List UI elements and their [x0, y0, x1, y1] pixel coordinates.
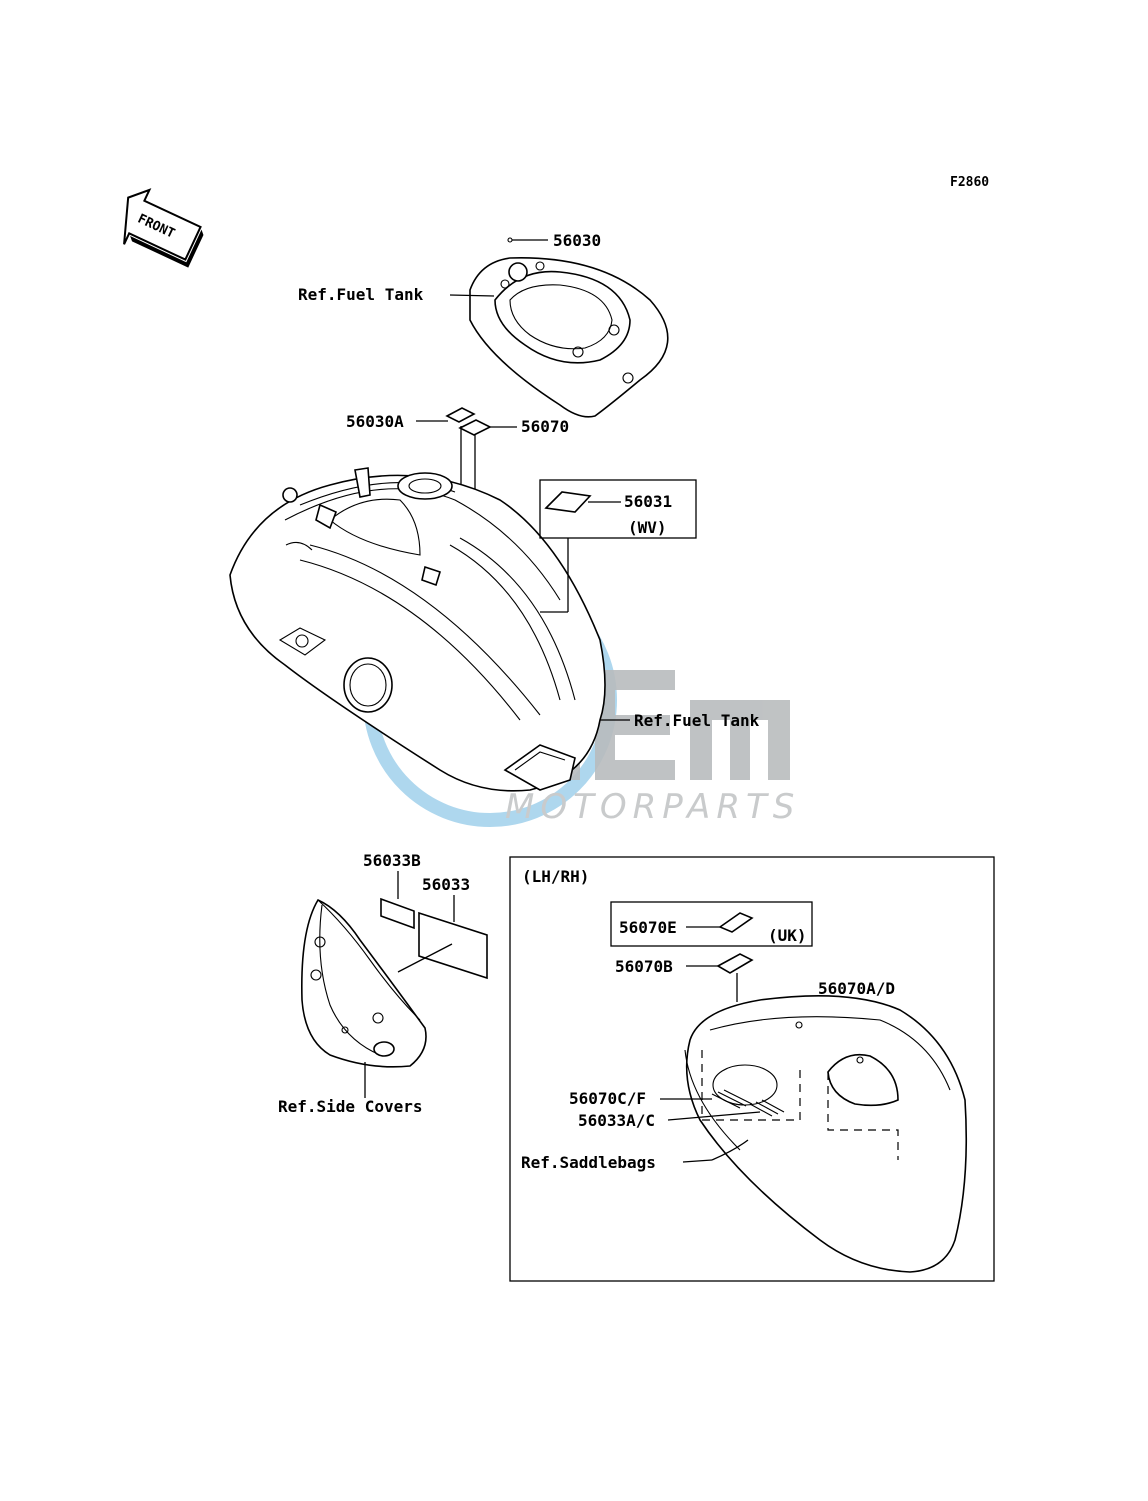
decal-56031-box	[539, 479, 697, 539]
label-ref-fuel-tank-top: Ref.Fuel Tank	[298, 285, 424, 304]
decal-56031	[544, 491, 592, 513]
label-uk: (UK)	[768, 926, 807, 945]
saddlebag	[684, 994, 968, 1273]
decal-56033	[418, 911, 488, 980]
label-56070CF: 56070C/F	[569, 1089, 646, 1108]
tank-console	[469, 257, 669, 418]
decal-56030A	[445, 407, 476, 423]
figure-code: F2860	[950, 175, 989, 190]
label-56031: 56031	[624, 492, 672, 511]
fuel-tank	[229, 467, 606, 792]
label-56070: 56070	[521, 417, 569, 436]
label-56070B: 56070B	[615, 957, 673, 976]
decal-56070B	[716, 953, 754, 974]
label-ref-side-covers: Ref.Side Covers	[278, 1097, 423, 1116]
side-cover	[301, 898, 427, 1068]
label-ref-fuel-tank-right: Ref.Fuel Tank	[634, 711, 760, 730]
inset-panel: (LH/RH) 56070E (UK) 56070B 56070A/D	[509, 856, 995, 1282]
hatched-decals	[711, 1089, 785, 1117]
decal-56070E	[718, 912, 754, 933]
decal-56070	[458, 419, 492, 436]
label-ref-saddlebags: Ref.Saddlebags	[521, 1153, 656, 1172]
label-56033AC: 56033A/C	[578, 1111, 655, 1130]
label-56030: 56030	[553, 231, 601, 250]
decal-56033B	[380, 897, 415, 930]
label-56030A: 56030A	[346, 412, 404, 431]
watermark-sub-text: MOTORPARTS	[505, 787, 800, 827]
label-56033B: 56033B	[363, 851, 421, 870]
label-56070AD: 56070A/D	[818, 979, 895, 998]
label-56070E: 56070E	[619, 918, 677, 937]
inset-title: (LH/RH)	[522, 867, 589, 886]
front-arrow-icon: FRONT	[123, 188, 204, 268]
decal-56070E-box	[610, 901, 813, 947]
label-wv: (WV)	[628, 518, 667, 537]
label-56033: 56033	[422, 875, 470, 894]
